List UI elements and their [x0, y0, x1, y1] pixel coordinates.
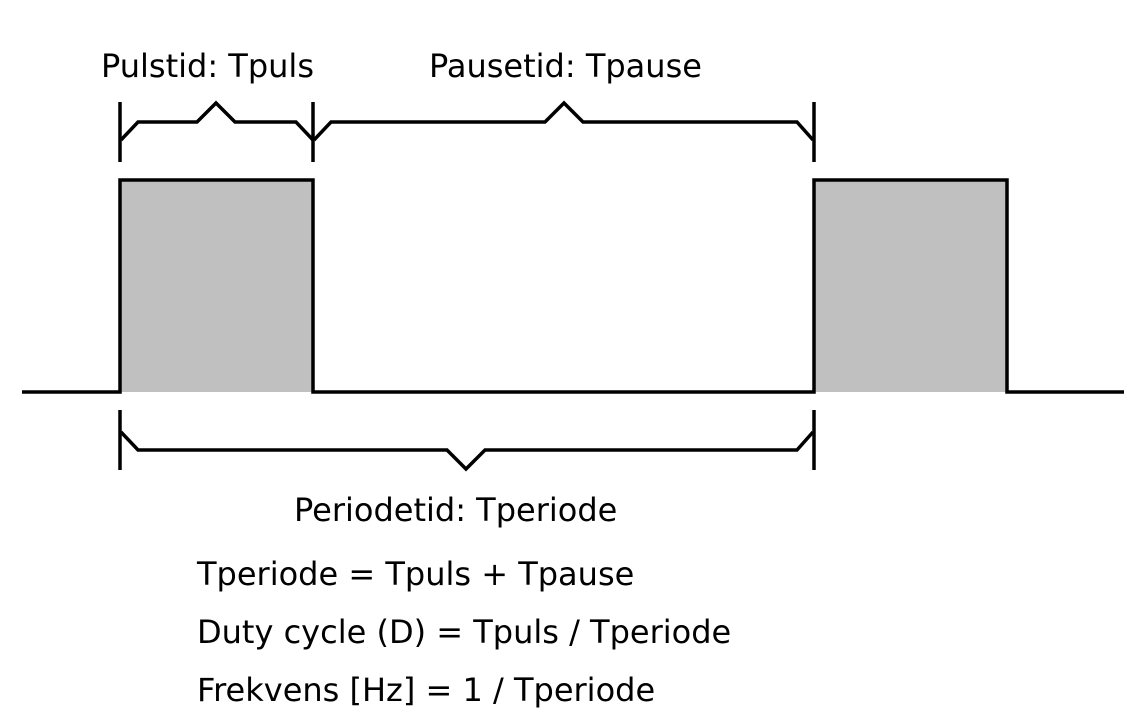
duty-cycle-formula: Duty cycle (D) = Tpuls / Tperiode [197, 613, 732, 651]
period-formula: Tperiode = Tpuls + Tpause [197, 555, 635, 593]
period-time-brace [118, 410, 816, 472]
formula-list: Tperiode = Tpuls + Tpause Duty cycle (D)… [197, 545, 731, 719]
pause-time-brace [312, 100, 816, 162]
pause-time-label: Pausetid: Tpause [429, 47, 702, 85]
pulse-1-fill [120, 180, 313, 392]
pulse-time-label: Pulstid: Tpuls [101, 47, 314, 85]
pulse-waveform [22, 178, 1124, 394]
period-time-label: Periodetid: Tperiode [294, 491, 617, 529]
pulse-2-fill [814, 180, 1007, 392]
frequency-formula: Frekvens [Hz] = 1 / Tperiode [197, 671, 656, 709]
pulse-time-brace [118, 100, 315, 162]
